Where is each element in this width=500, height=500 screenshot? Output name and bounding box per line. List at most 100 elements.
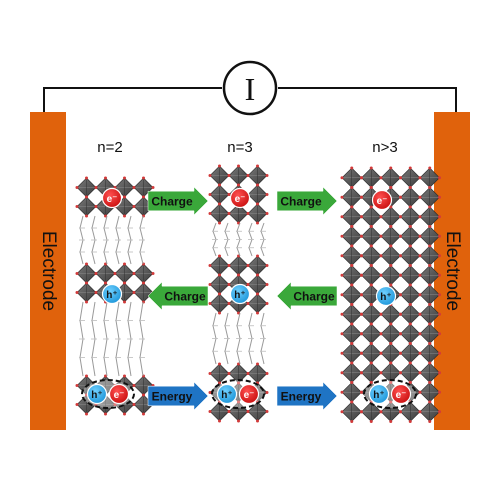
atom	[85, 412, 88, 416]
atom	[438, 371, 441, 375]
atom	[142, 393, 145, 397]
atom	[340, 351, 344, 355]
crystal-structure-n-gt-3	[340, 166, 441, 423]
atom	[428, 361, 432, 365]
atom	[350, 186, 354, 189]
atom	[208, 391, 212, 394]
exciton-bulk-hole: h⁺	[368, 383, 390, 405]
exciton-bulk-electron-disc	[390, 383, 412, 405]
exciton-bulk-electron-symbol: e⁻	[396, 390, 407, 401]
exciton-n2-hole: h⁺	[86, 383, 108, 405]
atom	[379, 410, 383, 414]
atom	[208, 264, 212, 267]
atom	[408, 303, 412, 306]
atom	[85, 195, 88, 199]
atom	[123, 412, 126, 416]
atom	[418, 254, 422, 258]
charge-arrow-n3-to-bulk-label: Charge	[280, 195, 322, 209]
atom	[265, 174, 269, 177]
atom	[438, 332, 441, 336]
atom	[350, 342, 354, 345]
atom	[85, 262, 88, 266]
atom	[418, 390, 422, 394]
atom	[340, 312, 344, 316]
atom	[85, 300, 88, 304]
atom	[389, 186, 393, 189]
atom	[218, 362, 221, 366]
atom	[340, 273, 344, 277]
hole-n2-disc	[101, 283, 123, 305]
atom	[438, 410, 441, 414]
atom	[123, 176, 126, 180]
atom	[389, 420, 393, 423]
atom	[428, 186, 432, 189]
atom	[399, 176, 402, 180]
atom	[208, 174, 212, 177]
atom	[218, 311, 221, 315]
atom	[132, 403, 136, 406]
atom	[132, 205, 136, 208]
atom	[256, 311, 259, 315]
atom	[360, 410, 363, 414]
atom	[389, 264, 393, 267]
atom	[350, 264, 354, 267]
atom	[142, 176, 145, 180]
atom	[369, 205, 373, 209]
atom	[360, 273, 363, 277]
meter-circle	[222, 60, 278, 116]
atom	[227, 193, 231, 196]
atom	[208, 193, 212, 196]
atom	[350, 205, 354, 209]
atom	[360, 332, 363, 336]
charge-arrow-n3-to-n2-shape	[147, 281, 209, 311]
atom	[350, 361, 354, 365]
exciton-n3-electron: e⁻	[238, 383, 260, 405]
atom	[399, 410, 402, 414]
atom	[94, 272, 98, 275]
atom	[418, 234, 422, 238]
atom	[389, 322, 393, 326]
atom	[256, 292, 259, 296]
atom	[428, 322, 432, 326]
atom	[399, 234, 402, 238]
atom	[428, 283, 432, 287]
atom	[256, 164, 259, 168]
atom	[408, 166, 412, 170]
atom	[123, 300, 126, 304]
atom	[369, 381, 373, 384]
atom	[408, 420, 412, 423]
atom	[399, 293, 402, 297]
atom	[151, 186, 155, 189]
atom	[399, 312, 402, 316]
atom	[265, 264, 269, 267]
hole-n2-symbol: h⁺	[106, 290, 117, 301]
charge-arrow-bulk-to-n3: Charge	[276, 281, 338, 311]
charge-arrow-bulk-to-n3-shape	[276, 281, 338, 311]
atom	[94, 186, 98, 189]
atom	[85, 214, 88, 218]
atom	[350, 225, 354, 228]
atom	[151, 272, 155, 275]
hole-bulk-symbol: h⁺	[380, 292, 391, 303]
atom	[360, 312, 363, 316]
atom	[218, 292, 221, 296]
atom	[75, 272, 79, 275]
atom	[418, 410, 422, 414]
exciton-n2-hole-disc	[86, 383, 108, 405]
atom	[350, 381, 354, 384]
atom	[399, 371, 402, 375]
atom	[237, 362, 240, 366]
exciton-bulk-hole-symbol: h⁺	[373, 390, 384, 401]
atom	[246, 212, 250, 215]
atom	[418, 371, 422, 375]
atom	[256, 362, 259, 366]
exciton-n2-electron-symbol: e⁻	[114, 390, 125, 401]
atom	[246, 410, 250, 413]
atom	[265, 410, 269, 413]
hole-n3-symbol: h⁺	[234, 290, 245, 301]
atom	[237, 164, 240, 168]
exciton-bulk-electron: e⁻	[390, 383, 412, 405]
atom	[350, 283, 354, 287]
atom	[142, 412, 145, 416]
